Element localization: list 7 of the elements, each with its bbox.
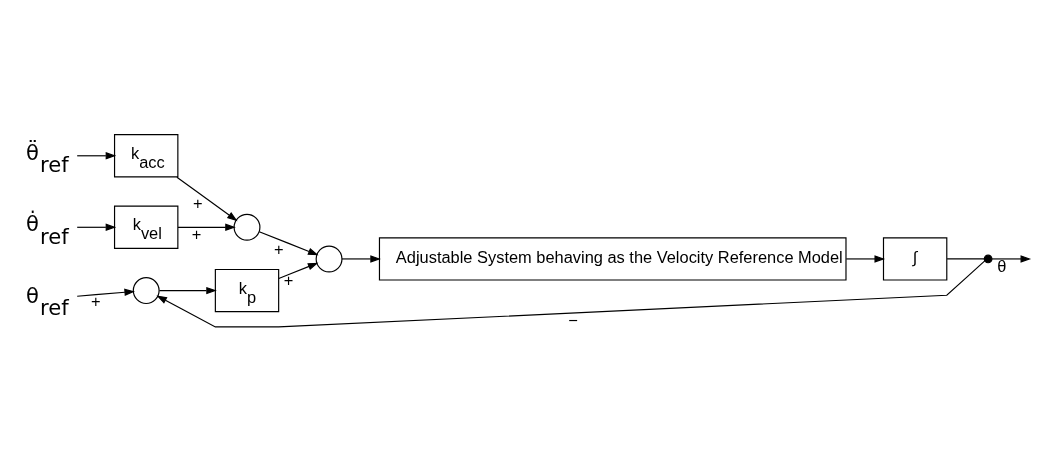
edge-label: +: [274, 239, 284, 258]
edge-label: +: [193, 193, 203, 212]
edge-label: +: [191, 224, 202, 243]
edge-label: θ: [997, 256, 1007, 275]
edge-label: +: [283, 270, 294, 289]
edge-label: −: [568, 310, 578, 329]
edge-label: +: [90, 291, 101, 310]
